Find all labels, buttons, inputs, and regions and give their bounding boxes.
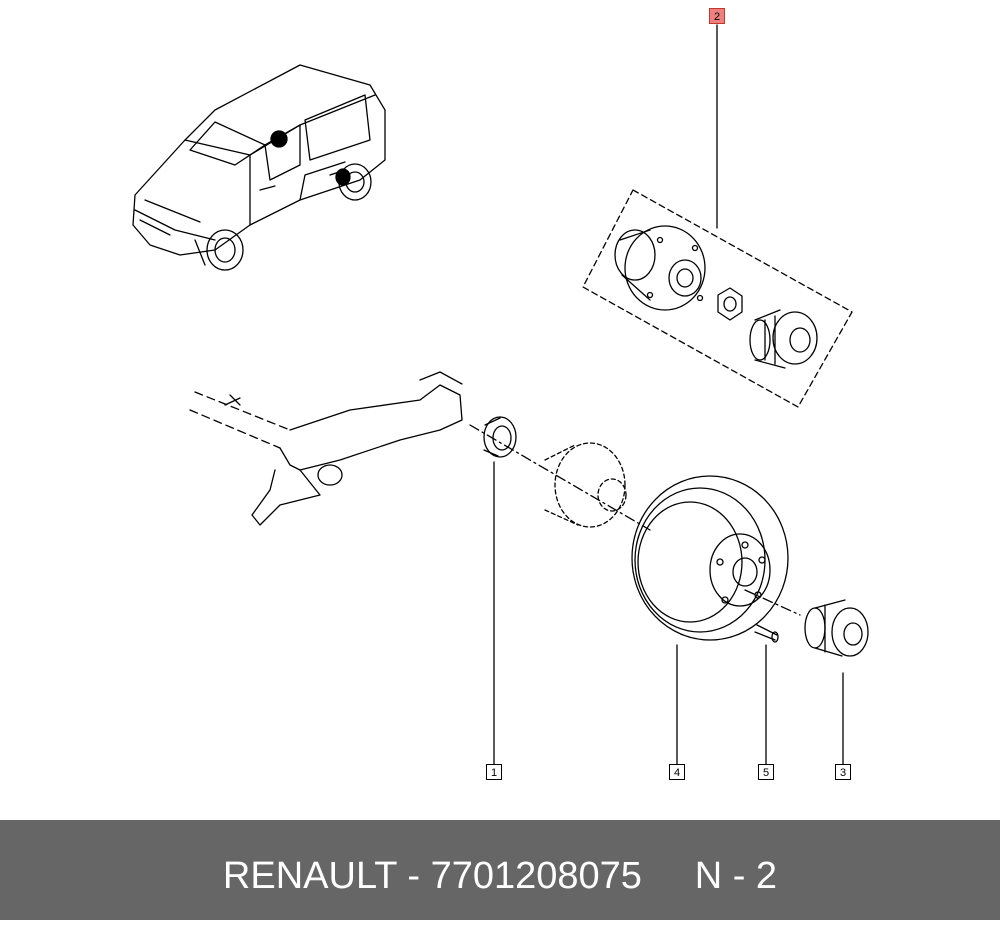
part-number: 7701208075 <box>430 855 642 897</box>
caption-gap <box>642 855 695 897</box>
rear-axle-beam <box>189 371 463 526</box>
callout-3[interactable]: 3 <box>835 764 851 780</box>
assembly-axis <box>469 424 801 616</box>
footer-bar: RENAULT - 7701208075 N - 2 <box>0 820 1000 920</box>
kit-boundary <box>582 189 853 408</box>
callout-2[interactable]: 2 <box>709 8 725 24</box>
part-4-brake-drum <box>631 475 789 641</box>
kit-nut <box>717 287 743 321</box>
position-code: N - 2 <box>694 855 778 897</box>
rear-wheel-marker <box>270 130 351 186</box>
caption-separator: - <box>396 855 431 897</box>
callout-1[interactable]: 1 <box>486 764 502 780</box>
kit-bearing <box>749 309 818 369</box>
footer-caption: RENAULT - 7701208075 N - 2 <box>0 820 1000 920</box>
callout-5[interactable]: 5 <box>758 764 774 780</box>
kit-hub <box>614 225 706 311</box>
part-5-bolt <box>754 624 779 643</box>
part-3-wheel-bearing <box>804 599 869 657</box>
brand-name: RENAULT <box>222 855 397 897</box>
callout-4[interactable]: 4 <box>669 764 685 780</box>
vehicle-illustration <box>132 64 386 271</box>
part-1-bearing <box>483 416 517 458</box>
ghost-hub <box>544 442 627 528</box>
exploded-parts-diagram <box>132 24 869 765</box>
